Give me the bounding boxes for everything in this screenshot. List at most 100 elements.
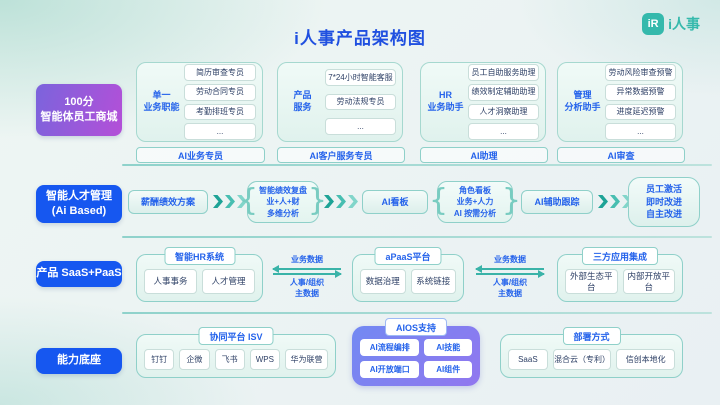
logo-text: i人事 (668, 16, 700, 32)
row3-label-line: 产品 SaaS+PaaS (36, 267, 122, 280)
agent-item: 考勤排班专员 (184, 103, 256, 121)
platform-items: 钉钉 企微 飞书 WPS 华为联营 (144, 349, 328, 370)
agent-category-ai-business: AI业务专员 (136, 147, 265, 163)
platform-items: 外部生态平台 内部开放平台 (565, 269, 675, 294)
step-line: 多维分析 (267, 208, 299, 218)
agent-item: 人才洞察助理 (468, 103, 539, 121)
platform-item: 内部开放平台 (622, 269, 675, 294)
aios-item: AI开放端口 (360, 361, 420, 378)
platform-header: 协同平台 ISV (198, 327, 274, 345)
agent-item-more: ... (325, 118, 396, 135)
step-employee-activation: 员工激活 即时改进 自主改进 (628, 177, 700, 227)
agent-category-ai-audit: AI审查 (557, 147, 685, 163)
brand-logo: iR i人事 (642, 13, 700, 35)
data-flow-label-line: 主数据 (295, 288, 319, 298)
arrow-right-icon (476, 270, 545, 279)
step-ai-assisted-tracking: AI辅助跟踪 (521, 190, 593, 214)
row1-label-line: 100分 (64, 95, 94, 108)
step-ai-dashboard: AI看板 (362, 190, 428, 214)
step-line: 业+人+财 (266, 197, 300, 207)
agent-item: 简历审查专员 (184, 64, 256, 81)
group-label-line: 业务助手 (427, 102, 464, 112)
deploy-item: 信创本地化 (616, 349, 675, 370)
agent-item: 异常数据预警 (605, 83, 676, 101)
data-flow-label-line: 人事/组织 (289, 278, 325, 288)
base-group-isv-platforms: 协同平台 ISV 钉钉 企微 飞书 WPS 华为联营 (136, 327, 336, 378)
group-items: 劳动风险审查预警 异常数据预警 进度延迟预警 ... (605, 64, 676, 140)
base-group-aios: AIOS支持 AI流程编排 AI技能 AI开放端口 AI组件 (352, 318, 480, 386)
platform-header: 三方应用集成 (581, 247, 659, 265)
arrow-left-icon (272, 265, 341, 274)
step-line: 员工激活 (645, 184, 682, 195)
platform-item: 系统链接 (410, 269, 456, 294)
isv-item: 飞书 (214, 349, 245, 370)
platform-header: aPaaS平台 (374, 247, 442, 265)
group-items: 员工自助服务助理 绩效制定辅助助理 人才洞察助理 ... (468, 64, 539, 140)
platform-items: SaaS 混合云（专利） 信创本地化 (508, 349, 675, 370)
deploy-item: SaaS (508, 349, 548, 370)
platform-group-hr-system: 智能HR系统 人事事务 人才管理 (136, 247, 263, 302)
row4-label-capability-base: 能力底座 (36, 348, 122, 374)
platform-header: 部署方式 (562, 327, 621, 345)
row1-label-agent-mall: 100分 智能体员工商城 (36, 84, 122, 136)
group-items: 7*24小时智能客服 劳动法规专员 ... (325, 69, 396, 135)
group-label: 管理 分析助手 (564, 90, 601, 113)
agent-item: 劳动合同专员 (184, 83, 256, 101)
step-line: 自主改进 (645, 209, 682, 220)
step-line: AI看板 (381, 196, 409, 207)
page-title: i人事产品架构图 (294, 29, 426, 48)
row1-label-line: 智能体员工商城 (40, 111, 118, 123)
agent-item-more: ... (605, 123, 676, 140)
row-divider (122, 312, 712, 314)
step-line: AI 按需分析 (453, 208, 497, 218)
platform-group-apaas: aPaaS平台 数据治理 系统链接 (352, 247, 464, 302)
step-line: 角色看板 (459, 185, 491, 195)
platform-item: 人事事务 (144, 269, 197, 294)
agent-item-more: ... (184, 123, 256, 140)
agent-item: 员工自助服务助理 (468, 64, 539, 81)
isv-item: 企微 (179, 349, 210, 370)
data-flow-label-top: 业务数据 (494, 255, 526, 264)
agent-item: 7*24小时智能客服 (325, 69, 396, 86)
row-divider (122, 236, 712, 238)
aios-items: AI流程编排 AI技能 AI开放端口 AI组件 (360, 339, 472, 378)
group-label-line: 服务 (293, 102, 312, 112)
group-label-line: 分析助手 (564, 102, 601, 112)
chevron-arrows-icon (324, 195, 358, 208)
step-role-dashboard: 角色看板 业务+人力 AI 按需分析 (437, 181, 513, 223)
agent-item: 绩效制定辅助助理 (468, 83, 539, 101)
group-label: HR 业务助手 (427, 90, 464, 113)
row2-label-line: 智能人才管理 (46, 189, 112, 202)
step-line: 即时改进 (645, 196, 682, 207)
isv-item: 钉钉 (144, 349, 175, 370)
platform-group-third-party: 三方应用集成 外部生态平台 内部开放平台 (557, 247, 683, 302)
step-line: AI辅助跟踪 (534, 196, 580, 207)
group-label-line: HR (439, 90, 452, 101)
base-group-deployment: 部署方式 SaaS 混合云（专利） 信创本地化 (500, 327, 683, 378)
platform-item: 外部生态平台 (565, 269, 618, 294)
agent-group-hr-assistant: HR 业务助手 员工自助服务助理 绩效制定辅助助理 人才洞察助理 ... (420, 62, 546, 142)
data-flow-label-bottom: 人事/组织 主数据 (267, 278, 347, 299)
data-flow-link: 业务数据 人事/组织 主数据 (470, 255, 550, 299)
step-line: 智能绩效复盘 (259, 185, 307, 195)
group-label-line: 产品 (293, 90, 312, 101)
agent-category-ai-assistant: AI助理 (420, 147, 548, 163)
aios-item: AI组件 (424, 361, 472, 378)
group-label: 产品 服务 (284, 90, 321, 113)
agent-group-product-service: 产品 服务 7*24小时智能客服 劳动法规专员 ... (277, 62, 403, 142)
platform-item: 人才管理 (202, 269, 255, 294)
chevron-arrows-icon (598, 195, 632, 208)
data-flow-label-top: 业务数据 (291, 255, 323, 264)
agent-item: 劳动法规专员 (325, 93, 396, 111)
agent-category-ai-customer-service: AI客户服务专员 (277, 147, 405, 163)
group-label-line: 业务职能 (143, 102, 180, 112)
aios-item: AI技能 (424, 339, 472, 356)
step-salary-performance-plan: 薪酬绩效方案 (128, 190, 208, 214)
row4-label-line: 能力底座 (57, 354, 101, 367)
arrow-right-icon (273, 270, 342, 279)
group-label-line: 单一 (152, 90, 171, 101)
group-label-line: 管理 (573, 90, 592, 101)
isv-item: WPS (249, 349, 280, 370)
agent-group-single-function: 单一 业务职能 简历审查专员 劳动合同专员 考勤排班专员 ... (136, 62, 263, 142)
row2-label-talent-management: 智能人才管理 (Ai Based) (36, 185, 122, 223)
